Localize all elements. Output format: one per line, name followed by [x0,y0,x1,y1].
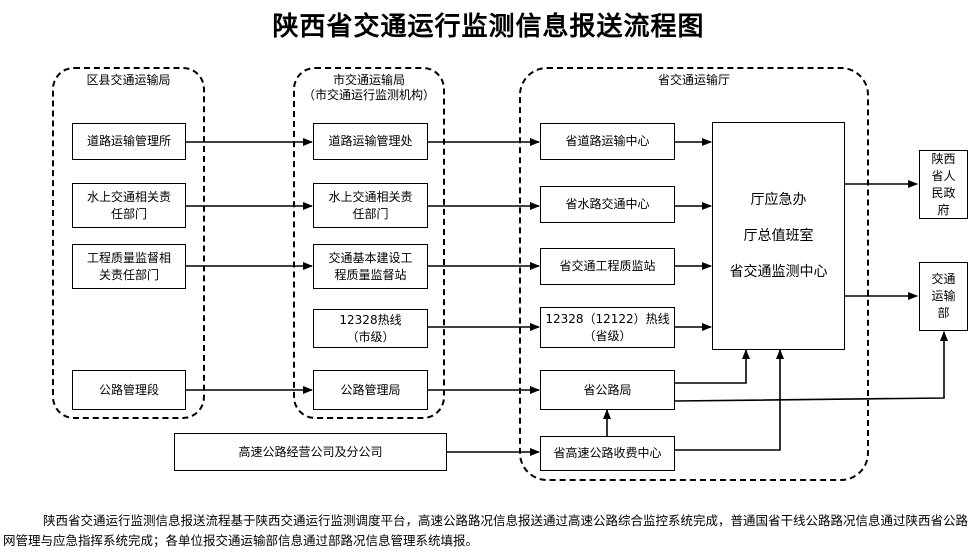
provincial-government-box: 陕西 省人 民政 府 [919,150,968,219]
province-group-label: 省交通运输厅 [657,73,730,87]
county-group-label: 区县交通运输局 [86,73,171,87]
prov-highway-bureau-box: 省公路局 [540,370,675,410]
prov-water-center-box: 省水路交通中心 [540,186,675,223]
city-hotline-box: 12328热线 （市级） [313,309,428,348]
ministry-of-transport-box: 交通 运输 部 [919,262,968,331]
arrow-toll-center [675,349,784,451]
arrow-highway-center [675,349,750,384]
center-line-emergency-office: 厅应急办 [750,192,807,208]
city-road-admin-box: 道路运输管理处 [313,123,428,160]
city-water-box: 水上交通相关责 任部门 [313,183,428,228]
page-title: 陕西省交通运行监测信息报送流程图 [272,12,705,42]
center-line-duty-room: 厅总值班室 [743,228,814,244]
county-quality-box: 工程质量监督相 关责任部门 [72,244,186,289]
city-group [293,67,445,419]
footer-note: 陕西省交通运行监测信息报送流程基于陕西交通运行监测调度平台，高速公路路况信息报送… [3,513,969,548]
province-group [519,67,869,481]
center-line-monitoring-center: 省交通监测中心 [729,264,828,280]
county-highway-section-box: 公路管理段 [72,370,186,410]
prov-hotline-box: 12328（12122）热线 （省级） [540,307,675,348]
prov-road-center-box: 省道路运输中心 [540,123,675,160]
county-water-box: 水上交通相关责 任部门 [72,183,186,228]
arrow-highway-ministry [674,331,948,402]
expressway-company-box: 高速公路经营公司及分公司 [174,433,447,471]
city-group-label: 市交通运输局 （市交通运行监测机构） [302,73,435,102]
county-road-admin-box: 道路运输管理所 [72,123,186,160]
city-quality-box: 交通基本建设工 程质量监督站 [313,244,428,289]
prov-quality-station-box: 省交通工程质监站 [540,248,675,285]
prov-toll-center-box: 省高速公路收费中心 [540,436,675,471]
monitoring-center-box: 厅应急办 厅总值班室 省交通监测中心 [712,122,845,350]
county-group [52,67,205,419]
city-highway-bureau-box: 公路管理局 [313,370,428,410]
